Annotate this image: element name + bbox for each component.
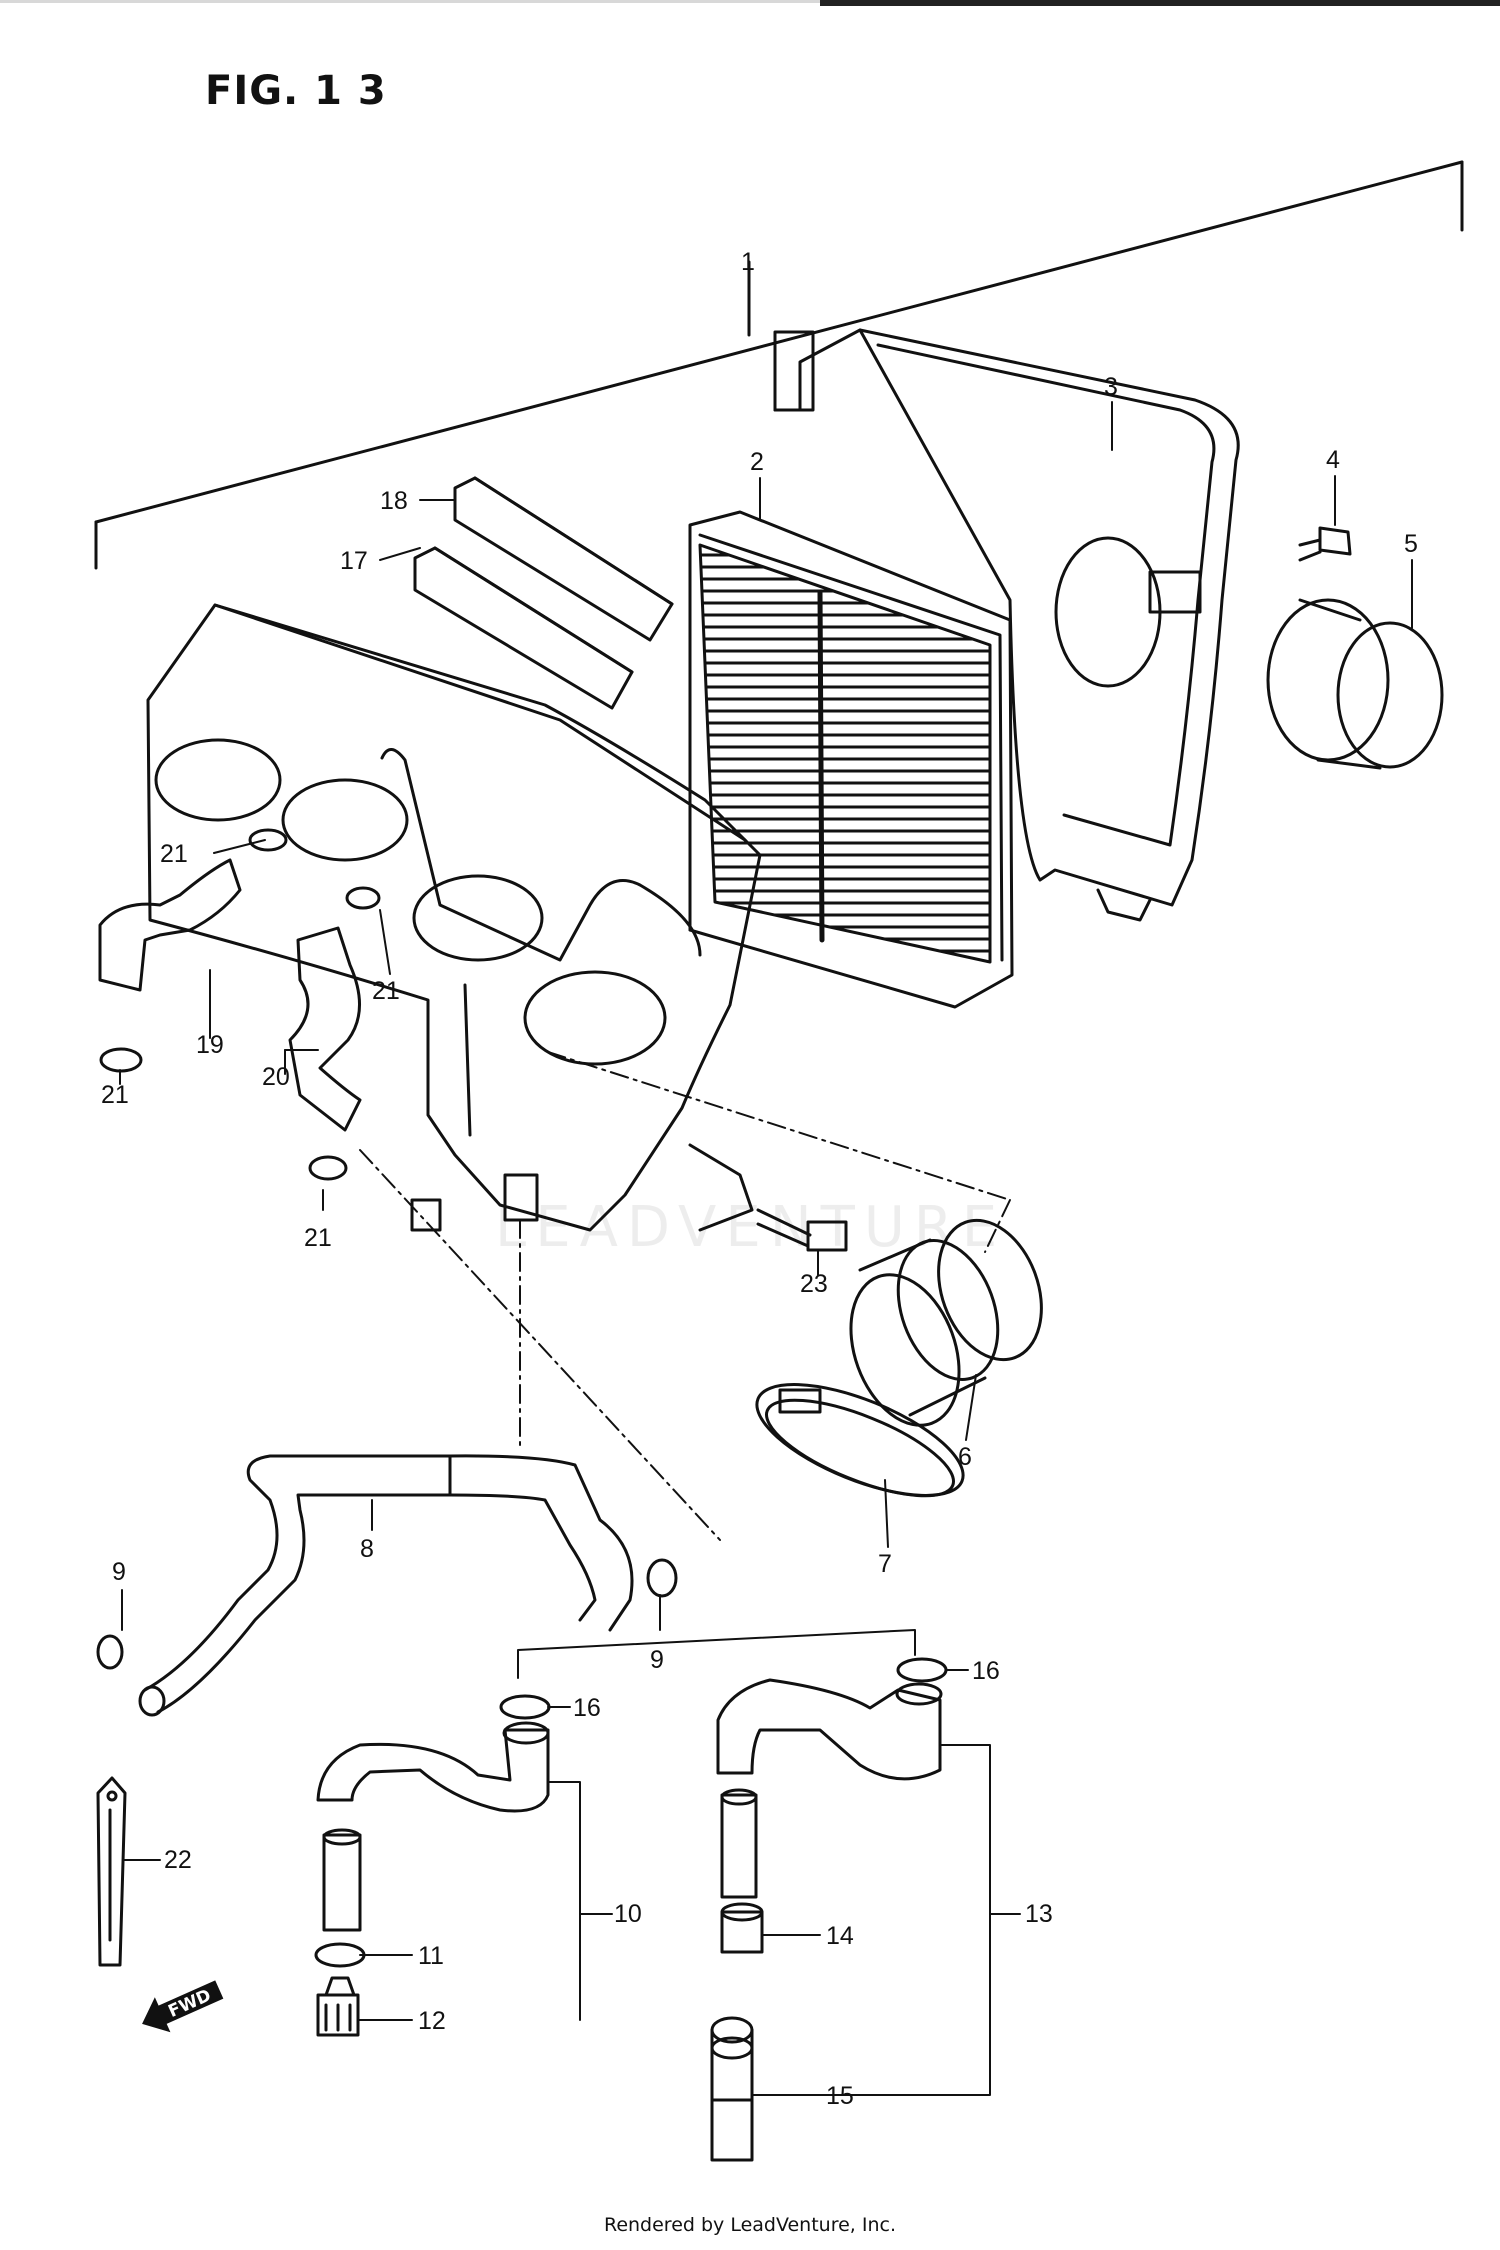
callout-labels: 1 2 3 4 5 6 7 8 9 9 10 11 12 13 14 15 16…: [101, 248, 1418, 2110]
part-4-screw: [1298, 526, 1352, 562]
label-13: 13: [1025, 1900, 1053, 1928]
part-15-tube: [710, 2016, 754, 2162]
label-22: 22: [164, 1846, 192, 1874]
part-13-lower-tube: [720, 1788, 758, 1899]
label-1: 1: [741, 248, 755, 276]
part-22-strap: [96, 1776, 127, 1967]
label-3: 3: [1104, 373, 1118, 401]
label-9a: 9: [112, 1558, 126, 1586]
label-10: 10: [614, 1900, 642, 1928]
clip-21b: [345, 886, 381, 910]
part-10-lower-tube: [322, 1828, 362, 1932]
part-17-18-small-filters: [413, 476, 674, 710]
label-7: 7: [878, 1550, 892, 1578]
clip-16a: [499, 1694, 551, 1720]
part-5-intake-tube: [1266, 598, 1444, 770]
label-20: 20: [262, 1063, 290, 1091]
clip-9b: [646, 1558, 678, 1598]
label-19: 19: [196, 1031, 224, 1059]
assembly-bracket-1: [94, 160, 1464, 570]
label-16a: 16: [573, 1694, 601, 1722]
scan-edge-strip: [0, 0, 1500, 6]
part-14-cap: [720, 1902, 764, 1954]
air-cleaner-main-box: [146, 603, 762, 1232]
part-6-boot: [849, 1218, 1043, 1427]
fwd-arrow-icon: FWD: [142, 1980, 224, 2033]
clip-21c: [99, 1047, 143, 1073]
label-11: 11: [418, 1942, 444, 1970]
label-15: 15: [826, 2082, 854, 2110]
clip-21a: [248, 828, 288, 852]
label-5: 5: [1404, 530, 1418, 558]
label-4: 4: [1326, 446, 1340, 474]
part-10-drain-hose: [316, 1721, 550, 1813]
label-18: 18: [380, 487, 408, 515]
label-16b: 16: [972, 1657, 1000, 1685]
part-12-plug: [316, 1976, 360, 2037]
part-7-clamp: [755, 1383, 965, 1498]
reference-lines: [359, 1051, 1011, 1541]
label-9b: 9: [650, 1646, 664, 1674]
part-8-hose: [138, 1454, 634, 1717]
clip-9a: [96, 1634, 124, 1670]
clip-11: [314, 1942, 366, 1968]
watermark-text: LEADVENTURE: [495, 1195, 1007, 1260]
label-21a: 21: [160, 840, 188, 868]
part-23-screw: [756, 1208, 848, 1252]
part-13-hose: [716, 1678, 943, 1781]
part-19-hose: [98, 858, 242, 992]
label-6: 6: [958, 1443, 972, 1471]
part-20-hose: [288, 926, 362, 1132]
part-3-case-cover: [773, 328, 1240, 922]
label-21c: 21: [101, 1081, 129, 1109]
fwd-label: FWD: [165, 1986, 214, 2022]
label-12: 12: [418, 2007, 446, 2035]
label-21d: 21: [304, 1224, 332, 1252]
render-credit: Rendered by LeadVenture, Inc.: [603, 2214, 897, 2236]
figure-title: FIG. 1 3: [205, 68, 387, 114]
label-14: 14: [826, 1922, 854, 1950]
leader-lines: [119, 401, 1413, 2096]
label-23: 23: [800, 1270, 828, 1298]
label-17: 17: [340, 547, 368, 575]
clip-16b: [896, 1657, 948, 1683]
label-8: 8: [360, 1535, 374, 1563]
part-2-filter-element: [688, 510, 1014, 1009]
clip-21d: [308, 1155, 348, 1181]
label-21b: 21: [372, 977, 400, 1005]
label-2: 2: [750, 448, 764, 476]
